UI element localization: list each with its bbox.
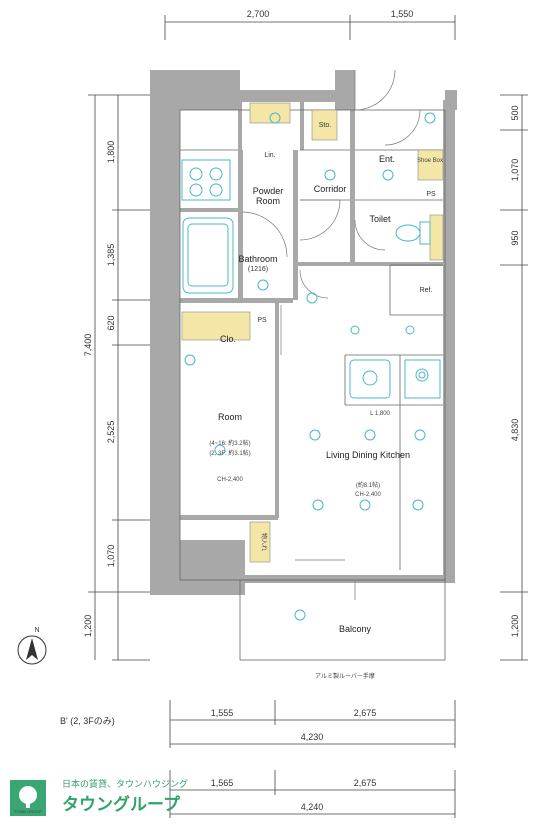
- label-room-size-2: (2, 3F: 約3.1帖): [209, 449, 250, 457]
- walls: [150, 70, 457, 595]
- label-corridor: Corridor: [314, 184, 347, 194]
- left-dimension: 7,400 1,800 1,385 620 2,525 1,070 1,200: [83, 94, 150, 661]
- dim-left-total: 7,400: [83, 334, 93, 357]
- label-pipe-space: 物入れ: [260, 533, 268, 551]
- dim-right-2: 1,070: [510, 159, 520, 182]
- label-ps-1: PS: [426, 191, 436, 198]
- dim-bottom-b-left: 1,565: [211, 778, 234, 788]
- label-ps-2: PS: [257, 317, 267, 324]
- stove-icon: [404, 359, 441, 399]
- bathtub-inner-icon: [187, 223, 229, 287]
- label-lin: Lin.: [264, 152, 275, 159]
- label-ldk-size: (約8.1帖): [356, 481, 380, 489]
- dim-left-4: 2,525: [106, 421, 116, 444]
- north-arrow-icon: [17, 635, 47, 665]
- label-aircon-note: アルミ製ルーバー手摩: [315, 672, 375, 680]
- fixtures: [181, 112, 441, 621]
- dim-bottom-b-total: 4,240: [301, 802, 324, 812]
- north-arrow: N: [17, 627, 47, 665]
- cabinets: [181, 102, 444, 563]
- sink-icon: [349, 359, 391, 399]
- label-ldk: Living Dining Kitchen: [326, 450, 410, 460]
- room-labels: Sto. Lin. Powder Room Corridor Ent. Shoe…: [209, 122, 443, 680]
- label-toilet: Toilet: [369, 214, 391, 224]
- dim-right-5: 1,200: [510, 615, 520, 638]
- dim-left-1: 1,800: [106, 141, 116, 164]
- storage-cabinet: [311, 109, 338, 141]
- label-ldk-ch: CH-2,400: [355, 492, 381, 498]
- bottom-dimension-b: 1,565 2,675 4,240: [169, 770, 456, 818]
- label-bathroom: Bathroom: [238, 254, 277, 264]
- toilet-icon: [395, 224, 421, 242]
- label-kitchen-length: L 1,800: [370, 411, 390, 417]
- washing-machine-icon: [181, 159, 231, 201]
- bathtub-icon: [182, 217, 234, 294]
- toilet-cabinet: [429, 214, 444, 261]
- doors: [241, 69, 421, 600]
- shoe-box: [417, 149, 444, 181]
- dim-bottom-a-total: 4,230: [301, 732, 324, 742]
- top-dimension: 2,700 1,550: [164, 9, 456, 40]
- label-ent: Ent.: [379, 154, 395, 164]
- label-room-ch: CH-2,400: [217, 477, 243, 483]
- label-bathroom-size: (1216): [248, 266, 268, 273]
- label-clo: Clo.: [220, 334, 236, 344]
- logo-line2: タウングループ: [62, 794, 181, 815]
- dim-left-2: 1,385: [106, 244, 116, 267]
- dim-bottom-a-right: 2,675: [354, 708, 377, 718]
- dim-bottom-b-right: 2,675: [354, 778, 377, 788]
- bottom-dimension-a: B' (2, 3Fのみ) 1,555 2,675 4,230: [60, 700, 456, 748]
- dim-right-4: 4,830: [510, 419, 520, 442]
- pipe-space-cabinet: [249, 521, 271, 563]
- label-powder-room-1: Powder: [253, 186, 284, 196]
- label-powder-room-2: Room: [256, 196, 280, 206]
- label-room: Room: [218, 412, 242, 422]
- dim-left-3: 620: [106, 315, 116, 330]
- b-type-label: B' (2, 3Fのみ): [60, 716, 115, 726]
- dim-left-6: 1,200: [83, 615, 93, 638]
- dim-right-3: 950: [510, 230, 520, 245]
- dim-left-5: 1,070: [106, 545, 116, 568]
- dim-right-1: 500: [510, 105, 520, 120]
- right-dimension: 500 1,070 950 4,830 1,200: [500, 94, 528, 661]
- label-ref: Ref.: [420, 287, 433, 294]
- dim-top-left: 2,700: [247, 9, 270, 19]
- dim-bottom-a-left: 1,555: [211, 708, 234, 718]
- label-sto: Sto.: [319, 122, 332, 129]
- logo-line1: 日本の賃貸、タウンハウジング: [62, 778, 188, 790]
- logo: TOWN GROUP 日本の賃貸、タウンハウジング タウングループ: [10, 778, 188, 816]
- label-room-size-1: (4~16: 約3.2帖): [209, 439, 250, 447]
- closet-shelf: [181, 311, 251, 341]
- north-label: N: [34, 627, 39, 634]
- dim-top-right: 1,550: [391, 9, 414, 19]
- label-balcony: Balcony: [339, 624, 372, 634]
- label-shoe-box: Shoe Box: [417, 158, 443, 164]
- logo-sub: TOWN GROUP: [14, 809, 42, 814]
